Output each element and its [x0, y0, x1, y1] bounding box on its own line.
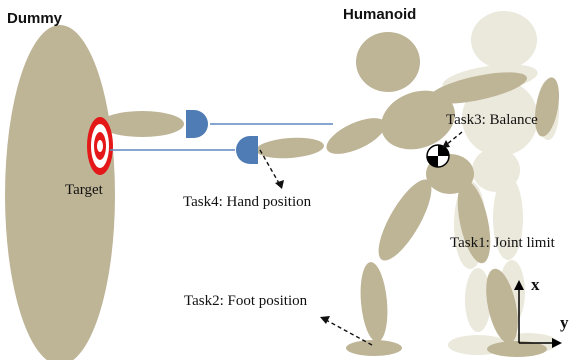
dummy-hand-icon	[186, 110, 208, 138]
target-label: Target	[65, 182, 103, 199]
humanoid-label: Humanoid	[343, 6, 416, 23]
axis-x-label: x	[531, 275, 540, 295]
humanoid-hand-icon	[236, 136, 258, 164]
target-icon	[87, 117, 113, 175]
task2-label: Task2: Foot position	[184, 293, 307, 310]
axis-y-label: y	[560, 313, 569, 333]
task1-label: Task1: Joint limit	[450, 235, 555, 252]
balance-icon	[427, 145, 449, 167]
dummy-arm	[100, 111, 184, 137]
dummy-label: Dummy	[7, 10, 62, 27]
task3-arrow	[446, 132, 462, 145]
task4-label: Task4: Hand position	[183, 194, 311, 211]
task3-label: Task3: Balance	[446, 112, 538, 129]
